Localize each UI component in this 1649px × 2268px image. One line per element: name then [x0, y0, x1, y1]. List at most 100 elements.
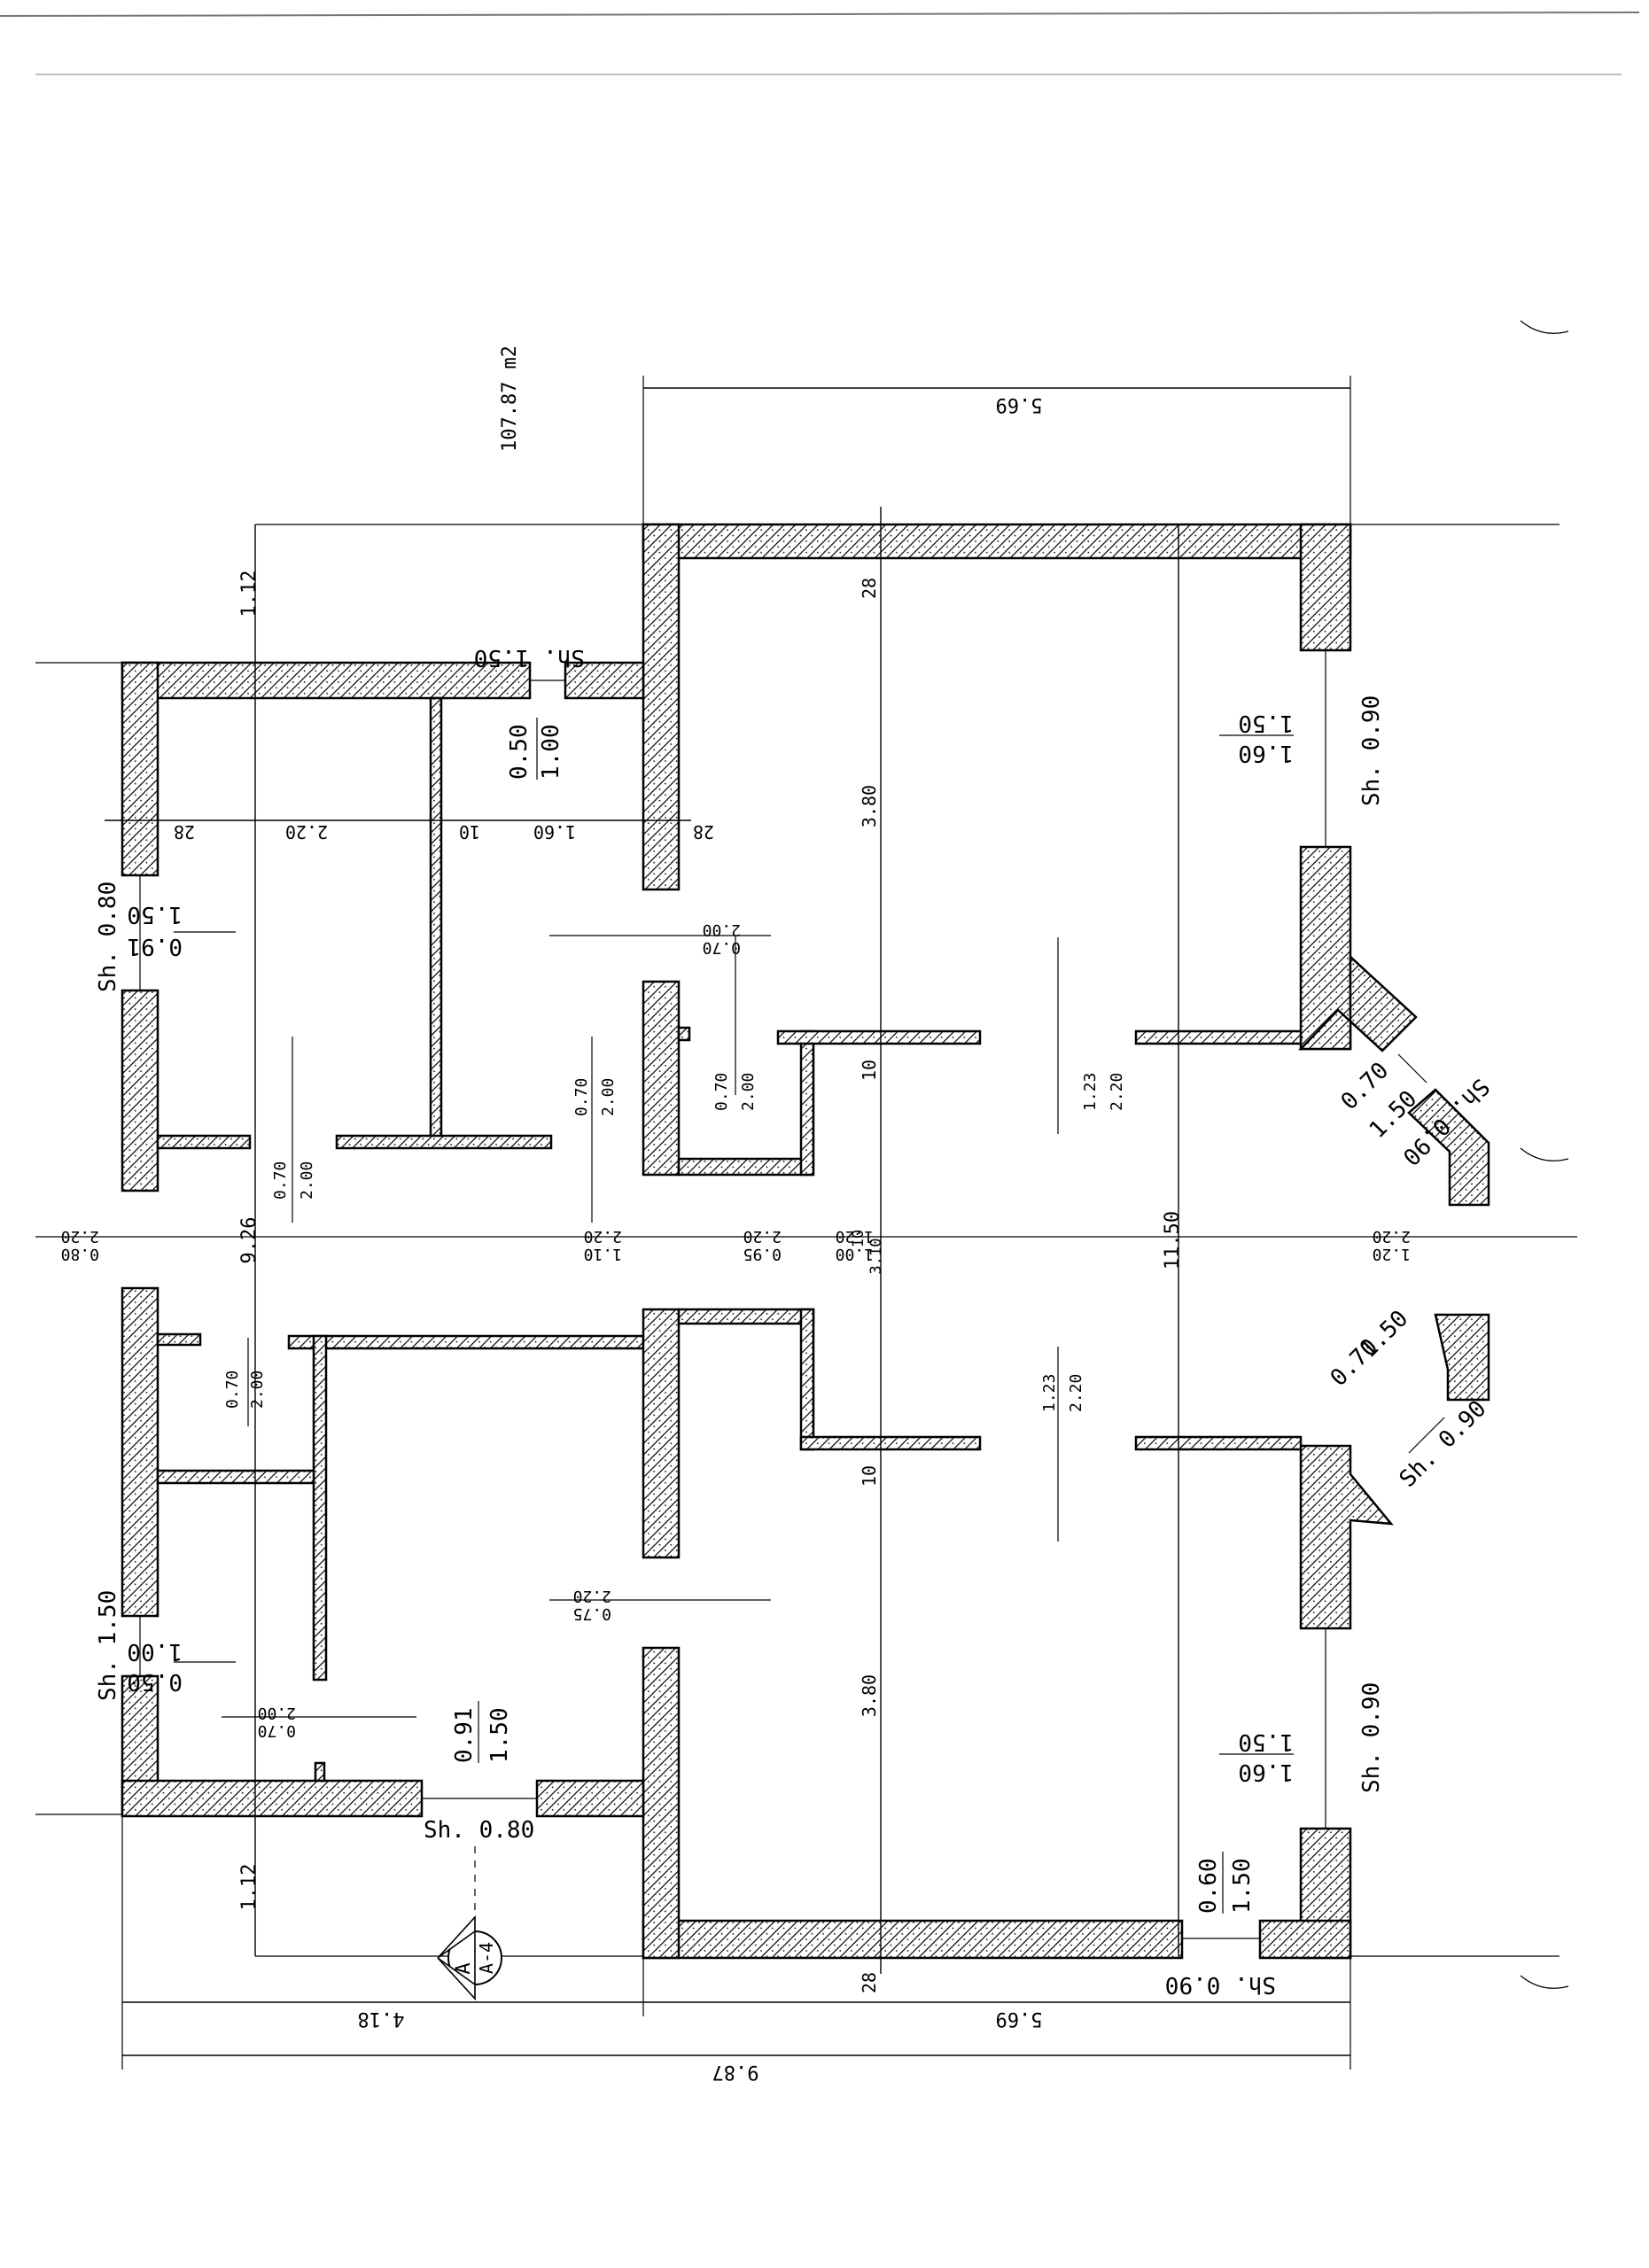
core-wall-left-lower — [642, 1308, 681, 1559]
partition-stub-1 — [156, 1332, 202, 1347]
opening-o2-w: 1.23 — [1040, 1374, 1059, 1412]
wall-left-lower — [121, 1286, 159, 1618]
window-sh-bottom-right: Sh. 0.90 — [1165, 1971, 1276, 1998]
wall-bottom-right-2 — [1258, 1919, 1352, 1960]
window-sh-left-lower: Sh. 1.50 — [95, 1590, 121, 1701]
partition-stub-2 — [314, 1761, 326, 1783]
area-label: 107.87m2 — [499, 346, 521, 452]
binder-hole-mark — [1520, 320, 1569, 334]
wall-bay-upper — [1298, 954, 1418, 1052]
window-sh-right-lower: Sh. 0.90 — [1358, 1682, 1385, 1793]
dim-rw-upper-partition: 10 — [859, 1060, 880, 1081]
core-wall-top-lower — [677, 1308, 815, 1325]
dim-rw-upper-room: 3.80 — [859, 785, 880, 827]
core-wall-left-upper — [642, 980, 681, 1177]
mid-m4-w: 1.00 — [836, 1245, 874, 1263]
core-wall-top-upper — [776, 1029, 982, 1045]
door-d3-w: 0.70 — [712, 1073, 731, 1111]
window-sh-top-left: Sh. 1.50 — [474, 644, 585, 671]
door-d3-h: 2.00 — [739, 1073, 758, 1111]
core-wall-right-upper — [799, 1029, 815, 1177]
door-d7-w: 0.75 — [573, 1604, 611, 1623]
window-w-right-upper: 1.60 — [1238, 740, 1294, 766]
door-labels: 0.70 2.00 0.70 2.00 0.70 2.00 0.70 2.00 … — [223, 920, 1126, 1740]
partition-horizontal-1 — [335, 1134, 553, 1150]
window-h-bottom-left: 1.50 — [486, 1707, 513, 1763]
window-h-left-side: 1.50 — [127, 901, 183, 928]
wall-bottom-left — [121, 1779, 424, 1818]
window-w-top-left: 0.50 — [506, 724, 533, 780]
window-sh-left-side: Sh. 0.80 — [95, 882, 121, 992]
window-w-left-lower: 0.50 — [127, 1668, 183, 1695]
opening-o1-w: 1.23 — [1081, 1073, 1100, 1111]
mid-m5-h: 2.20 — [1373, 1227, 1411, 1246]
mid-m4-h: 1.20 — [836, 1227, 874, 1246]
door-d4-w: 0.70 — [271, 1161, 290, 1200]
wall-bay-lower-2 — [1299, 1444, 1394, 1630]
core-wall-stub-upper — [677, 1026, 691, 1042]
wall-right-upper — [1299, 523, 1352, 652]
partition-horizontal-4 — [156, 1469, 315, 1485]
window-h-bottom-right: 1.50 — [1229, 1858, 1256, 1914]
dim-lw-partition: 10 — [459, 821, 480, 843]
mid-m3-h: 2.20 — [743, 1227, 782, 1246]
window-sh-right-upper: Sh. 0.90 — [1358, 695, 1385, 806]
wall-spine-lower — [642, 1646, 681, 1960]
window-w-right-lower: 1.60 — [1238, 1759, 1294, 1785]
door-d6-h: 2.00 — [258, 1704, 296, 1722]
dim-right-height: 11.50 — [1162, 1211, 1184, 1270]
dim-left-top-offset: 1.12 — [238, 571, 261, 617]
partition-vertical-2 — [312, 1334, 328, 1682]
section-letter: A — [453, 1962, 475, 1974]
dim-lw-wall-right: 28 — [693, 821, 714, 843]
mid-m1-h: 2.20 — [61, 1227, 99, 1246]
wall-bottom-right — [642, 1919, 1184, 1960]
wall-bottom-left-2 — [535, 1779, 645, 1818]
dim-left-height: 9.26 — [238, 1217, 261, 1264]
dimension-labels: 5.69 5.69 4.18 9.87 11.50 9.26 1.12 1.12… — [174, 393, 1184, 2083]
door-d6-w: 0.70 — [258, 1721, 296, 1740]
core-wall-bottom-upper — [677, 1157, 813, 1177]
partition-right-upper — [1134, 1029, 1303, 1045]
window-w-left-side: 0.91 — [127, 933, 183, 959]
dim-rw-top-wall: 28 — [859, 578, 880, 599]
dim-rw-middle-small: 10 — [850, 1230, 867, 1247]
mid-m1-w: 0.80 — [61, 1245, 99, 1263]
dim-lw-room: 2.20 — [285, 821, 328, 843]
dim-rw-middle: 3.10 — [867, 1239, 885, 1275]
middle-opening-labels: 2.20 0.80 2.20 1.10 2.20 0.95 1.20 1.00 … — [61, 1227, 1411, 1263]
wall-left-upper-2 — [121, 989, 159, 1192]
partition-vertical-1 — [429, 696, 443, 1148]
window-sh-bottom-left: Sh. 0.80 — [424, 1817, 534, 1844]
window-h-right-lower: 1.50 — [1238, 1728, 1294, 1755]
door-d2-h: 2.00 — [599, 1078, 618, 1116]
window-h-top-left: 1.00 — [538, 724, 564, 780]
dim-rw-bottom-wall: 28 — [859, 1972, 880, 1993]
window-w-bottom-left: 0.91 — [451, 1707, 478, 1763]
windows — [139, 650, 1445, 1939]
wall-bay-lower — [1434, 1313, 1490, 1402]
partition-horizontal-2 — [156, 1134, 252, 1150]
partition-right-lower — [1134, 1435, 1303, 1451]
walls — [121, 523, 1490, 1960]
window-h-right-upper: 1.50 — [1238, 710, 1294, 736]
dim-rw-lower-room: 3.80 — [859, 1674, 880, 1717]
wall-top-right — [642, 523, 1352, 560]
door-d7-h: 2.20 — [573, 1587, 611, 1605]
dim-lw-room2: 1.60 — [533, 821, 576, 843]
door-d5-h: 2.00 — [248, 1371, 267, 1409]
window-w-bottom-right: 0.60 — [1195, 1858, 1222, 1914]
dimension-lines — [35, 376, 1577, 2070]
dim-lw-wall-left: 28 — [174, 821, 195, 843]
wall-top-left-2 — [564, 661, 645, 700]
dim-total-width: 9.87 — [712, 2061, 759, 2083]
door-d1-w: 0.70 — [703, 938, 741, 957]
wall-left-upper — [121, 661, 159, 877]
mid-m2-w: 1.10 — [584, 1245, 622, 1263]
window-h-left-lower: 1.00 — [127, 1638, 183, 1665]
door-d4-h: 2.00 — [298, 1161, 316, 1200]
dim-bottom-left-width: 4.18 — [358, 2008, 405, 2030]
section-sheet: A-4 — [476, 1942, 497, 1974]
wall-bay-upper-2 — [1407, 1088, 1490, 1207]
